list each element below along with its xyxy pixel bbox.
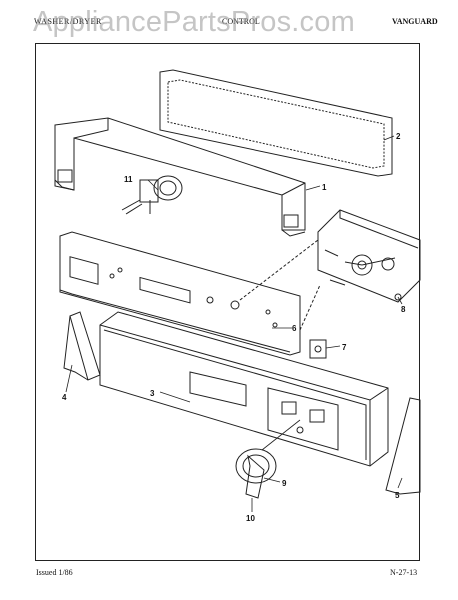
part-7-clip: [309, 339, 327, 359]
header-left-label: WASHER/DRYER: [34, 17, 102, 26]
callout-6: 6: [292, 324, 297, 333]
part-8-timer: [317, 209, 421, 303]
part-11-switch: [121, 175, 183, 215]
header-brand-label: VANGUARD: [392, 17, 438, 26]
part-1-back-bracket: [54, 117, 306, 237]
footer-page-number: N-27-13: [390, 568, 418, 577]
footer-issued: Issued 1/86: [36, 568, 73, 577]
callout-3: 3: [150, 389, 155, 398]
part-3-console: [99, 311, 389, 467]
leader-lines: [65, 135, 403, 512]
part-4-left-endcap: [63, 311, 101, 381]
callout-11: 11: [124, 175, 133, 184]
callout-4: 4: [62, 393, 67, 402]
callout-10: 10: [246, 514, 255, 523]
mounting-lines: [239, 239, 321, 331]
callout-2: 2: [396, 132, 401, 141]
header-middle-label: CONTROL: [222, 17, 260, 26]
watermark: AppliancePartsPros.com: [33, 6, 355, 38]
part-5-right-endcap: [385, 397, 421, 495]
callout-5: 5: [395, 491, 400, 500]
part-6-panel-plate: [59, 231, 301, 356]
callout-1: 1: [322, 183, 327, 192]
callout-7: 7: [342, 343, 347, 352]
part-2-gasket: [159, 69, 393, 177]
diagram-frame: [35, 43, 420, 561]
callout-9: 9: [282, 479, 287, 488]
part-9-knob: [235, 448, 277, 499]
callout-8: 8: [401, 305, 406, 314]
